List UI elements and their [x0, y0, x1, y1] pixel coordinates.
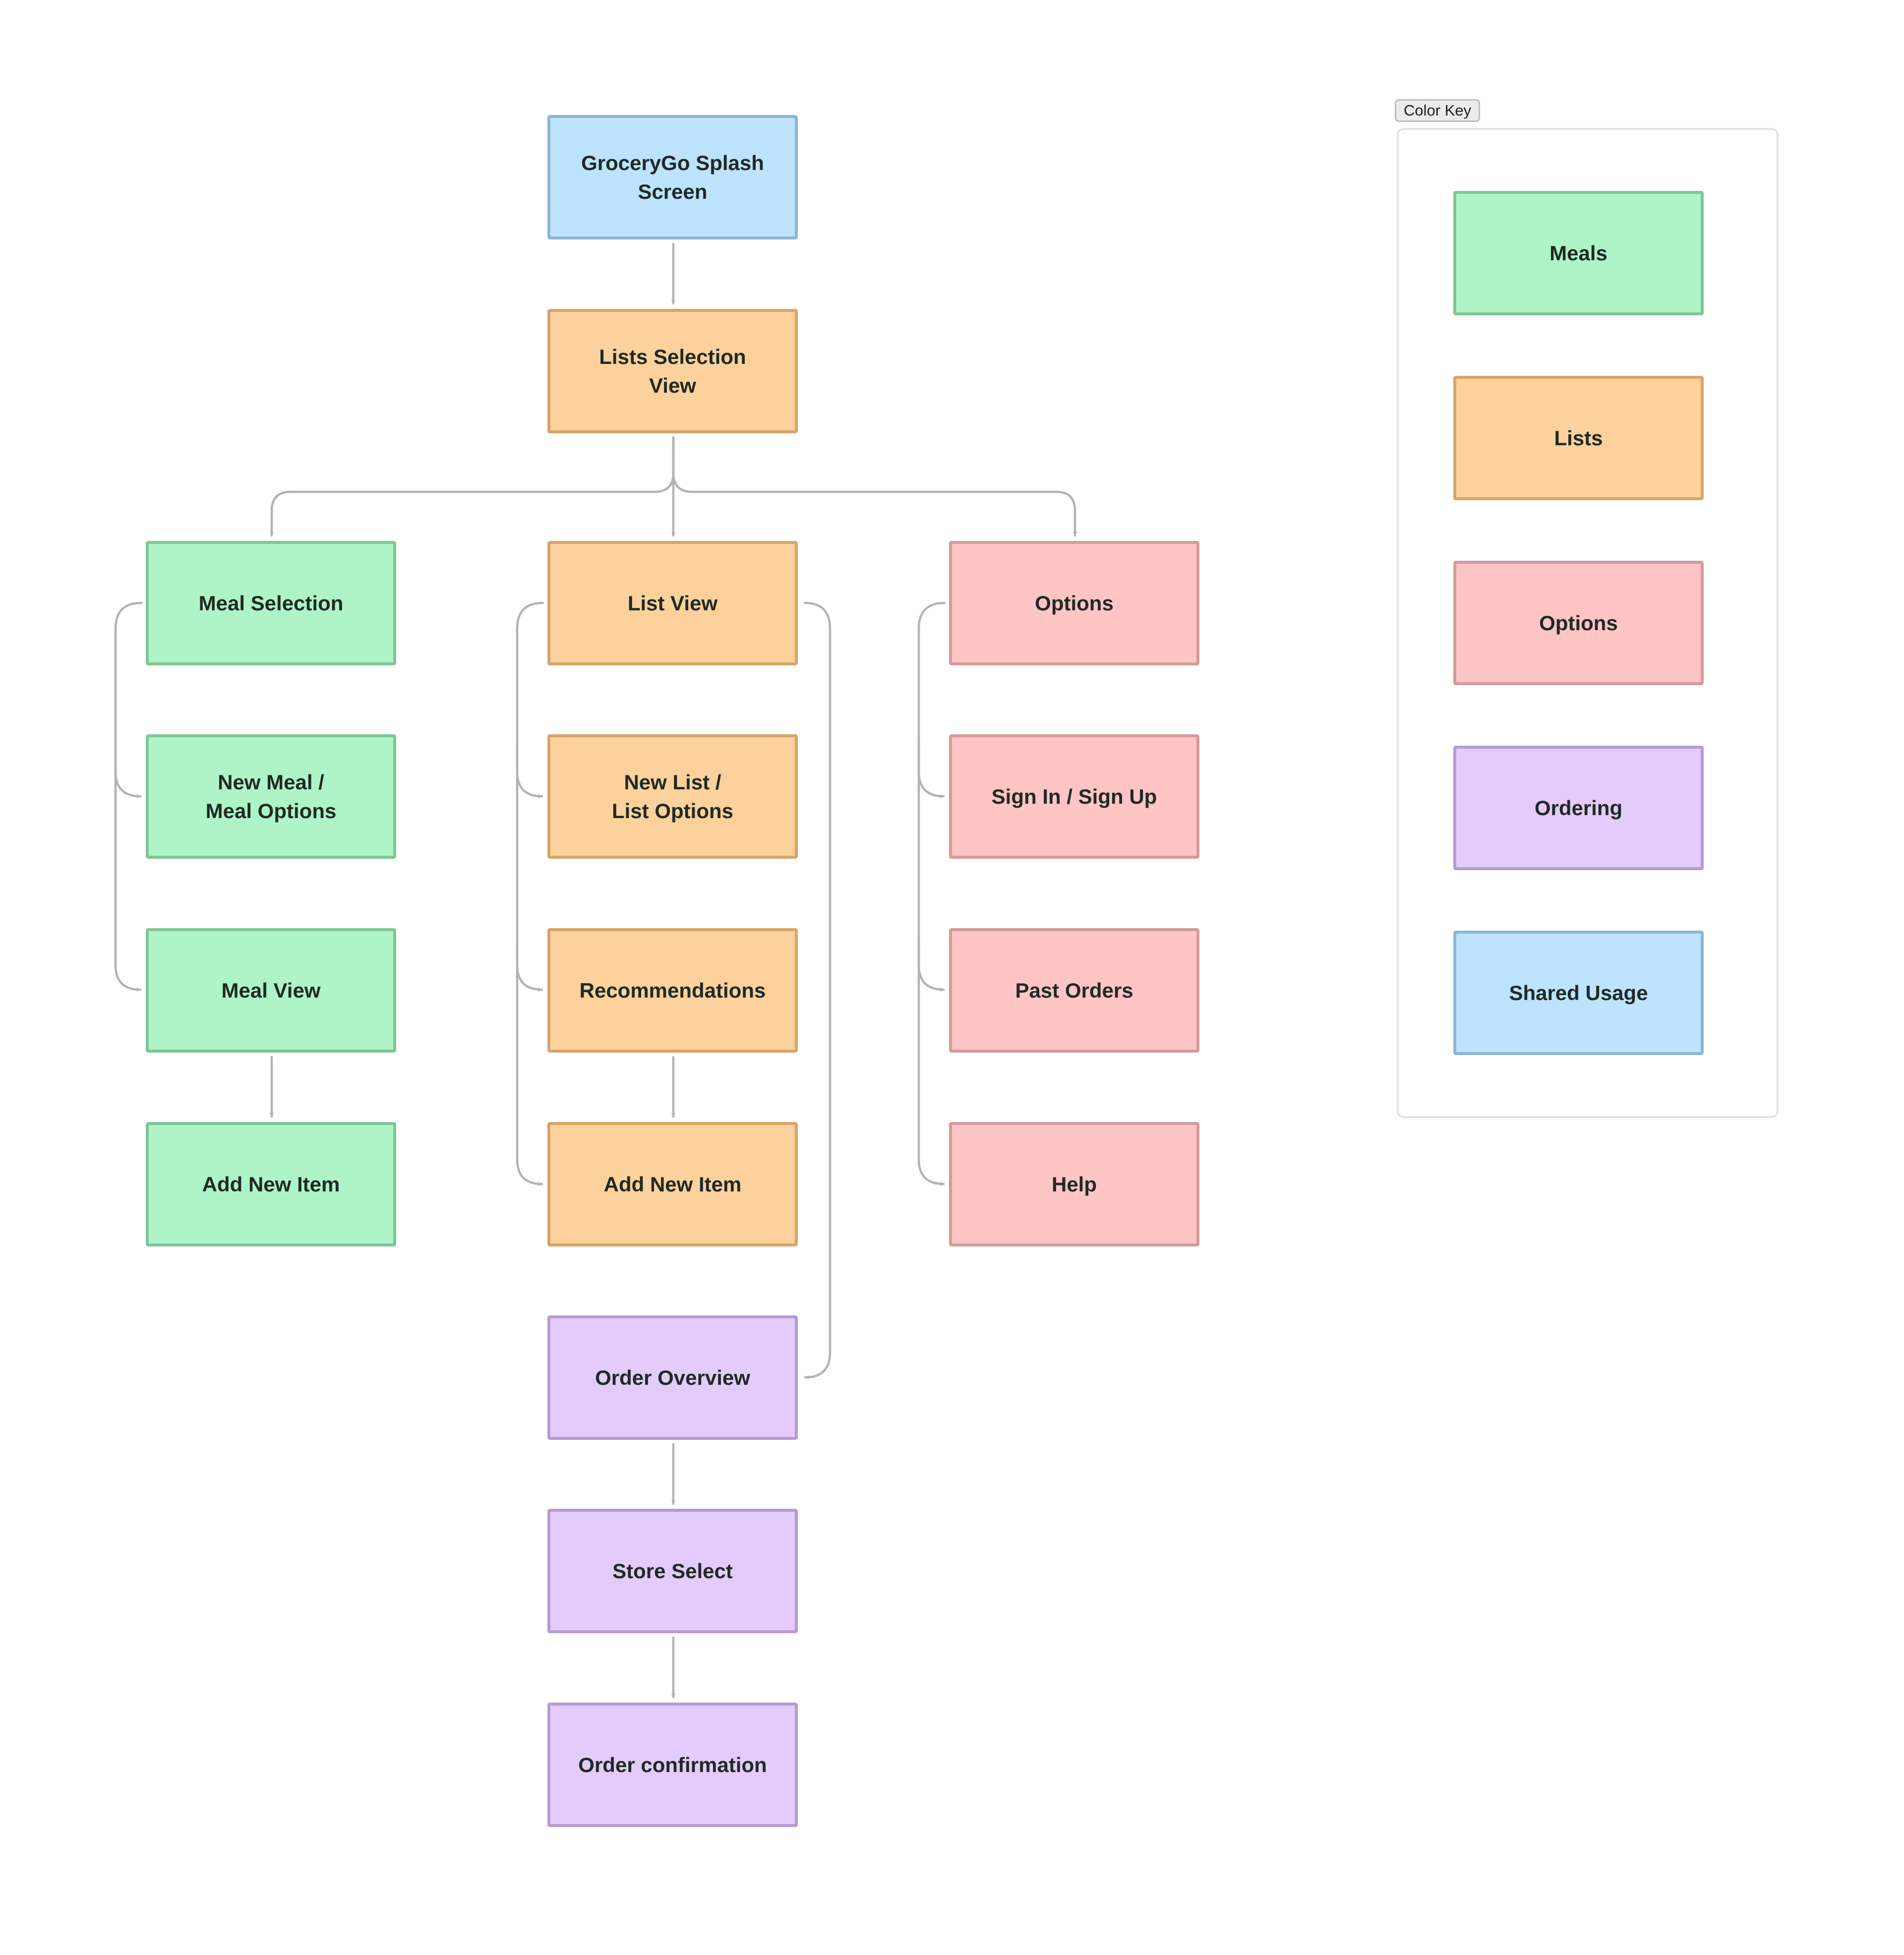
- edge-list-view-to-add-item: [516, 941, 543, 1184]
- edge-options-to-past-orders: [917, 742, 945, 990]
- node-splash-screen[interactable]: GroceryGo Splash Screen: [547, 115, 798, 239]
- edge-list-view-to-new-list: [516, 601, 544, 796]
- node-meal-selection[interactable]: Meal Selection: [146, 541, 396, 665]
- node-list-view[interactable]: List View: [547, 541, 798, 665]
- node-list-add-new-item[interactable]: Add New Item: [547, 1122, 798, 1246]
- node-sign-in-sign-up[interactable]: Sign In / Sign Up: [949, 734, 1199, 859]
- node-store-select[interactable]: Store Select: [547, 1509, 798, 1633]
- node-lists-selection-view[interactable]: Lists Selection View: [547, 309, 798, 433]
- key-item-lists: Lists: [1453, 376, 1704, 500]
- key-item-options: Options: [1453, 561, 1704, 685]
- node-order-confirmation[interactable]: Order confirmation: [547, 1703, 798, 1827]
- node-help[interactable]: Help: [949, 1122, 1199, 1246]
- key-item-ordering: Ordering: [1453, 746, 1704, 870]
- node-new-meal-options[interactable]: New Meal / Meal Options: [146, 734, 396, 859]
- edge-list-view-to-order-overview: [803, 601, 832, 1377]
- node-new-list-options[interactable]: New List / List Options: [547, 734, 798, 859]
- node-order-overview[interactable]: Order Overview: [547, 1315, 798, 1440]
- key-item-meals: Meals: [1453, 191, 1704, 315]
- edge-lists-selection-to-meal-selection: [272, 436, 675, 537]
- node-meal-add-new-item[interactable]: Add New Item: [146, 1122, 396, 1246]
- node-options[interactable]: Options: [949, 541, 1199, 665]
- key-item-shared-usage: Shared Usage: [1453, 931, 1704, 1055]
- edge-meal-selection-to-meal-view: [114, 742, 142, 990]
- node-past-orders[interactable]: Past Orders: [949, 928, 1199, 1053]
- edge-options-to-help: [917, 941, 945, 1184]
- edge-lists-selection-to-options: [672, 436, 1075, 537]
- edge-list-view-to-recommendations: [516, 742, 543, 990]
- color-key-title: Color Key: [1395, 99, 1481, 122]
- node-recommendations[interactable]: Recommendations: [547, 928, 798, 1053]
- edge-meal-selection-to-new-meal: [114, 601, 143, 796]
- node-meal-view[interactable]: Meal View: [146, 928, 396, 1053]
- edge-options-to-sign-in: [917, 601, 946, 796]
